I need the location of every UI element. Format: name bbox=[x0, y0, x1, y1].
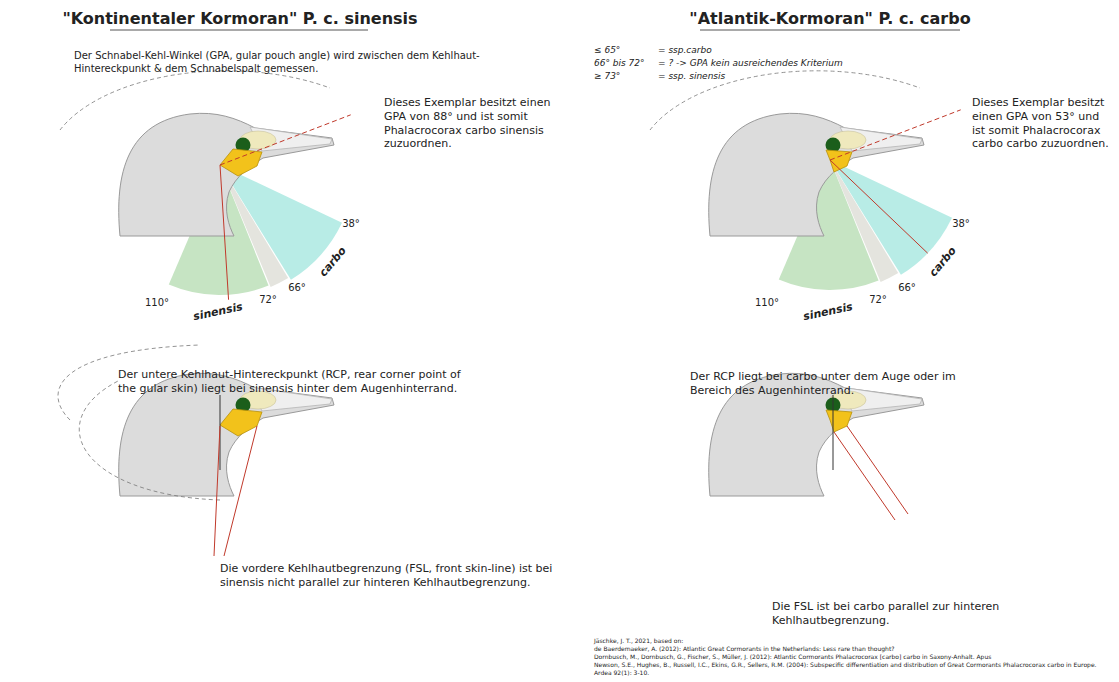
legend-row: ≤ 65° bbox=[594, 45, 644, 56]
legend-row: 66° bis 72° bbox=[594, 58, 658, 69]
angle-label: 110° bbox=[755, 297, 779, 310]
angle-label: 66° bbox=[288, 282, 306, 295]
gular-pouch bbox=[826, 410, 852, 432]
underline bbox=[700, 30, 960, 31]
legend-row: = ssp.carbo bbox=[658, 45, 858, 56]
angle-label: 72° bbox=[869, 294, 887, 307]
note: Der RCP liegt bei carbo unter dem Auge o… bbox=[690, 370, 960, 398]
angle-label: 38° bbox=[342, 218, 360, 231]
subspecies-label: carbo bbox=[927, 244, 960, 280]
reference: de Baerdemaeker, A. (2012): Atlantic Gre… bbox=[594, 645, 1114, 653]
note: Der untere Kehlhaut-Hintereckpunkt (RCP,… bbox=[118, 368, 468, 396]
beak-line bbox=[220, 115, 351, 165]
angle-label: 72° bbox=[259, 294, 277, 307]
note: Die vordere Kehlhautbegrenzung (FSL, fro… bbox=[220, 562, 560, 590]
note: Dieses Exemplar besitzt einen GPA von 88… bbox=[384, 96, 574, 151]
gpa-line bbox=[220, 165, 229, 300]
angle-label: 38° bbox=[952, 218, 970, 231]
gpa-line bbox=[830, 160, 928, 253]
heading: "Kontinentaler Kormoran" P. c. sinensis bbox=[20, 9, 460, 29]
gular-pouch bbox=[220, 149, 262, 176]
reference: Dornbusch, M., Dornbusch, G., Fischer, S… bbox=[594, 653, 1114, 661]
head bbox=[709, 113, 924, 236]
subspecies-label: carbo bbox=[317, 244, 350, 280]
note: Der Schnabel-Kehl-Winkel (GPA, gular pou… bbox=[74, 50, 514, 75]
angle-label: 66° bbox=[898, 282, 916, 295]
legend-row: ≥ 73° bbox=[594, 71, 644, 82]
subspecies-label: sinensis bbox=[802, 300, 854, 324]
reference: Newson, S.E., Hughes, B., Russell, I.C.,… bbox=[594, 661, 1114, 676]
reference: Jäschke, J. T., 2021, based on: bbox=[594, 637, 1114, 645]
note: Dieses Exemplar besitzt einen GPA von 53… bbox=[972, 96, 1114, 151]
angle-label: 110° bbox=[145, 297, 169, 310]
beak-line bbox=[830, 110, 961, 160]
note: Die FSL ist bei carbo parallel zur hinte… bbox=[772, 600, 1114, 628]
legend-row: = ? -> GPA kein ausreichendes Kriterium bbox=[658, 58, 918, 69]
underline bbox=[110, 30, 368, 31]
legend-row: = ssp. sinensis bbox=[658, 71, 858, 82]
subspecies-label: sinensis bbox=[192, 300, 244, 324]
heading: "Atlantik-Kormoran" P. c. carbo bbox=[610, 9, 1050, 29]
head bbox=[119, 113, 334, 236]
